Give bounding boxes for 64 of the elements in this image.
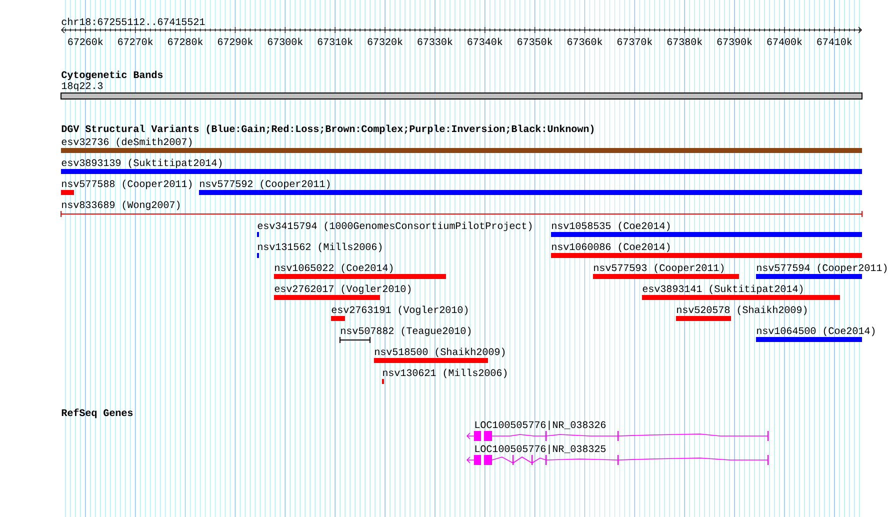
tick-label: 67310k — [318, 38, 353, 46]
node-label: esv2762017 (Vogler2010) — [274, 284, 411, 294]
tick-label: 67270k — [118, 38, 153, 46]
ruler-label: chr18:67255112..67415521 — [62, 18, 205, 26]
node-label: nsv577594 (Cooper2011) — [757, 264, 887, 274]
variant-bar: nsv130621 (Mills2006) — [382, 368, 507, 384]
variant-bar: esv3893139 (Suktitipat2014) — [61, 158, 862, 174]
node-label: esv3415794 (1000GenomesConsortiumPilotProject) — [258, 222, 532, 232]
node-label: 18q22.3 — [62, 82, 103, 92]
node-label: esv3893141 (Suktitipat2014) — [642, 284, 803, 294]
variant-bar: nsv131562 (Mills2006) — [257, 242, 382, 258]
variant-bar: esv2763191 (Vogler2010) — [331, 306, 468, 321]
node-label: esv32736 (deSmith2007) — [62, 138, 192, 148]
track-title: Cytogenetic Bands — [62, 70, 163, 80]
variant-bar: nsv520578 (Shaikh2009) — [676, 306, 807, 321]
tick-label: 67340k — [468, 38, 502, 46]
tick-label: 67260k — [68, 38, 103, 46]
variant-bar: nsv577588 (Cooper2011) — [61, 180, 192, 195]
track-title: DGV Structural Variants (Blue:Gain;Red:Loss;Brown:Complex;Purple:Inversion;Black:Unknown) — [62, 124, 594, 134]
variant-line: nsv507882 (Teague2010) — [340, 326, 471, 344]
variant-bar: nsv577592 (Cooper2011) — [199, 180, 862, 195]
tick-label: 67380k — [667, 38, 702, 46]
cytoband-bar: 18q22.3 — [60, 82, 862, 100]
node-label: nsv577592 (Cooper2011) — [200, 180, 330, 190]
node-label: nsv1065022 (Coe2014) — [275, 264, 393, 274]
tick-label: 67280k — [168, 38, 203, 46]
tick-label: 67390k — [717, 38, 752, 46]
variant-bar: nsv1060086 (Coe2014) — [551, 242, 862, 258]
tick-label: 67320k — [368, 38, 403, 46]
node-label: nsv520578 (Shaikh2009) — [677, 306, 807, 316]
tick-label: 67300k — [268, 38, 303, 46]
variant-bar: esv3415794 (1000GenomesConsortiumPilotProject) — [257, 222, 532, 237]
variant-bar: nsv1064500 (Coe2014) — [756, 326, 875, 342]
node-label: nsv577588 (Cooper2011) — [62, 180, 192, 190]
node-label: nsv1064500 (Coe2014) — [757, 326, 875, 336]
variant-bar: nsv577594 (Cooper2011) — [756, 264, 887, 279]
tick-label: 67350k — [518, 38, 552, 46]
variant-bar: esv32736 (deSmith2007) — [61, 138, 862, 153]
track-title: RefSeq Genes — [62, 408, 133, 418]
node-label: nsv577593 (Cooper2011) — [594, 264, 724, 274]
node-label: nsv1058535 (Coe2014) — [552, 222, 670, 232]
tick-label: 67330k — [418, 38, 452, 46]
variant-bar: esv2762017 (Vogler2010) — [274, 284, 411, 300]
tick-label: 67360k — [568, 38, 602, 46]
node-label: LOC100505776|NR_038326 — [475, 420, 606, 430]
node-label: esv2763191 (Vogler2010) — [332, 306, 468, 316]
variant-bar: nsv1058535 (Coe2014) — [551, 222, 862, 237]
variant-bar: esv3893141 (Suktitipat2014) — [642, 284, 840, 300]
tick-label: 67370k — [617, 38, 652, 46]
variant-bar: nsv577593 (Cooper2011) — [593, 264, 740, 279]
variant-line: nsv833689 (Wong2007) — [60, 200, 862, 218]
node-label: nsv130621 (Mills2006) — [383, 368, 507, 378]
node-label: esv3893139 (Suktitipat2014) — [62, 158, 222, 168]
node-label: nsv131562 (Mills2006) — [258, 242, 382, 252]
variant-bar: nsv518500 (Shaikh2009) — [374, 348, 505, 363]
node-label: nsv518500 (Shaikh2009) — [375, 348, 505, 358]
tick-label: 67410k — [817, 38, 852, 46]
tick-label: 67290k — [218, 38, 253, 46]
tick-label: 67400k — [767, 38, 802, 46]
variant-bar: nsv1065022 (Coe2014) — [274, 264, 446, 279]
gene-model: LOC100505776|NR_038325 — [466, 444, 769, 465]
gene-model: LOC100505776|NR_038326 — [466, 420, 769, 441]
node-label: nsv1060086 (Coe2014) — [552, 242, 670, 252]
node-label: LOC100505776|NR_038325 — [475, 444, 606, 454]
